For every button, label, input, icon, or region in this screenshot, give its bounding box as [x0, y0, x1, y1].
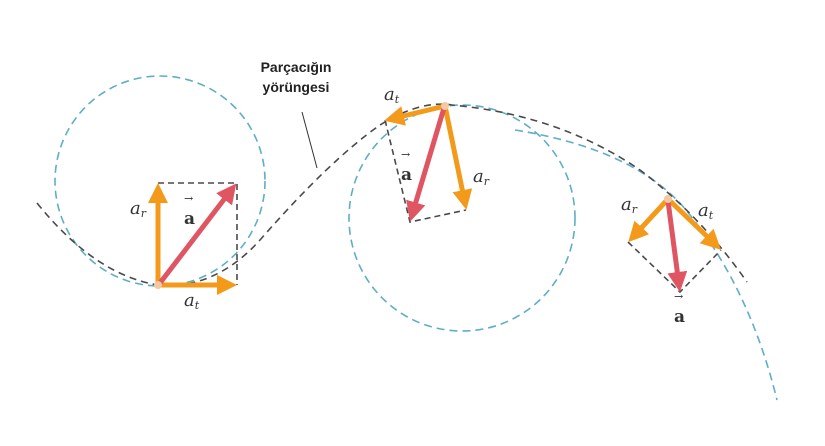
tangential-acceleration-arrow-2: [384, 103, 446, 126]
particle-trajectory: [36, 103, 748, 287]
vector-arrow-3: →: [674, 290, 683, 303]
radial-acceleration-arrow-2: [442, 105, 473, 210]
trajectory-label-line1: Parçacığın: [261, 59, 332, 75]
a-vector-label-3: a: [674, 307, 685, 327]
a-vector-label-2: a: [401, 165, 412, 185]
tangential-acceleration-arrow-3: [666, 197, 722, 250]
particle-dot-2: [441, 102, 449, 110]
vector-arrow-2: →: [401, 148, 410, 161]
particle-dot-3: [664, 195, 672, 203]
point-1-vectors: [148, 182, 238, 295]
total-acceleration-arrow-2: [406, 107, 447, 222]
ar-label-2: ar: [473, 166, 490, 188]
vector-arrow-1: →: [184, 192, 193, 205]
particle-dot-1: [154, 281, 162, 289]
point-3-vectors: [627, 195, 722, 294]
at-label-3: at: [698, 200, 714, 222]
osculating-circle-3-arc: [514, 129, 778, 401]
parallelogram-guide-2: [384, 119, 467, 223]
osculating-circle-1: [54, 75, 266, 287]
at-label-2: at: [384, 84, 400, 106]
trajectory-leader-line: [301, 111, 318, 169]
a-vector-label-1: a: [184, 209, 195, 229]
osculating-circle-2: [348, 104, 576, 332]
parallelogram-guide-3: [627, 241, 722, 294]
total-acceleration-arrow-3: [665, 200, 688, 292]
trajectory-label-line2: yörüngesi: [263, 79, 330, 95]
radial-acceleration-arrow-3: [628, 197, 670, 243]
point-2-vectors: [384, 102, 473, 223]
total-acceleration-arrow-1: [158, 183, 237, 285]
ar-label-1: ar: [130, 198, 147, 220]
ar-label-3: ar: [621, 194, 638, 216]
at-label-1: at: [184, 290, 200, 312]
